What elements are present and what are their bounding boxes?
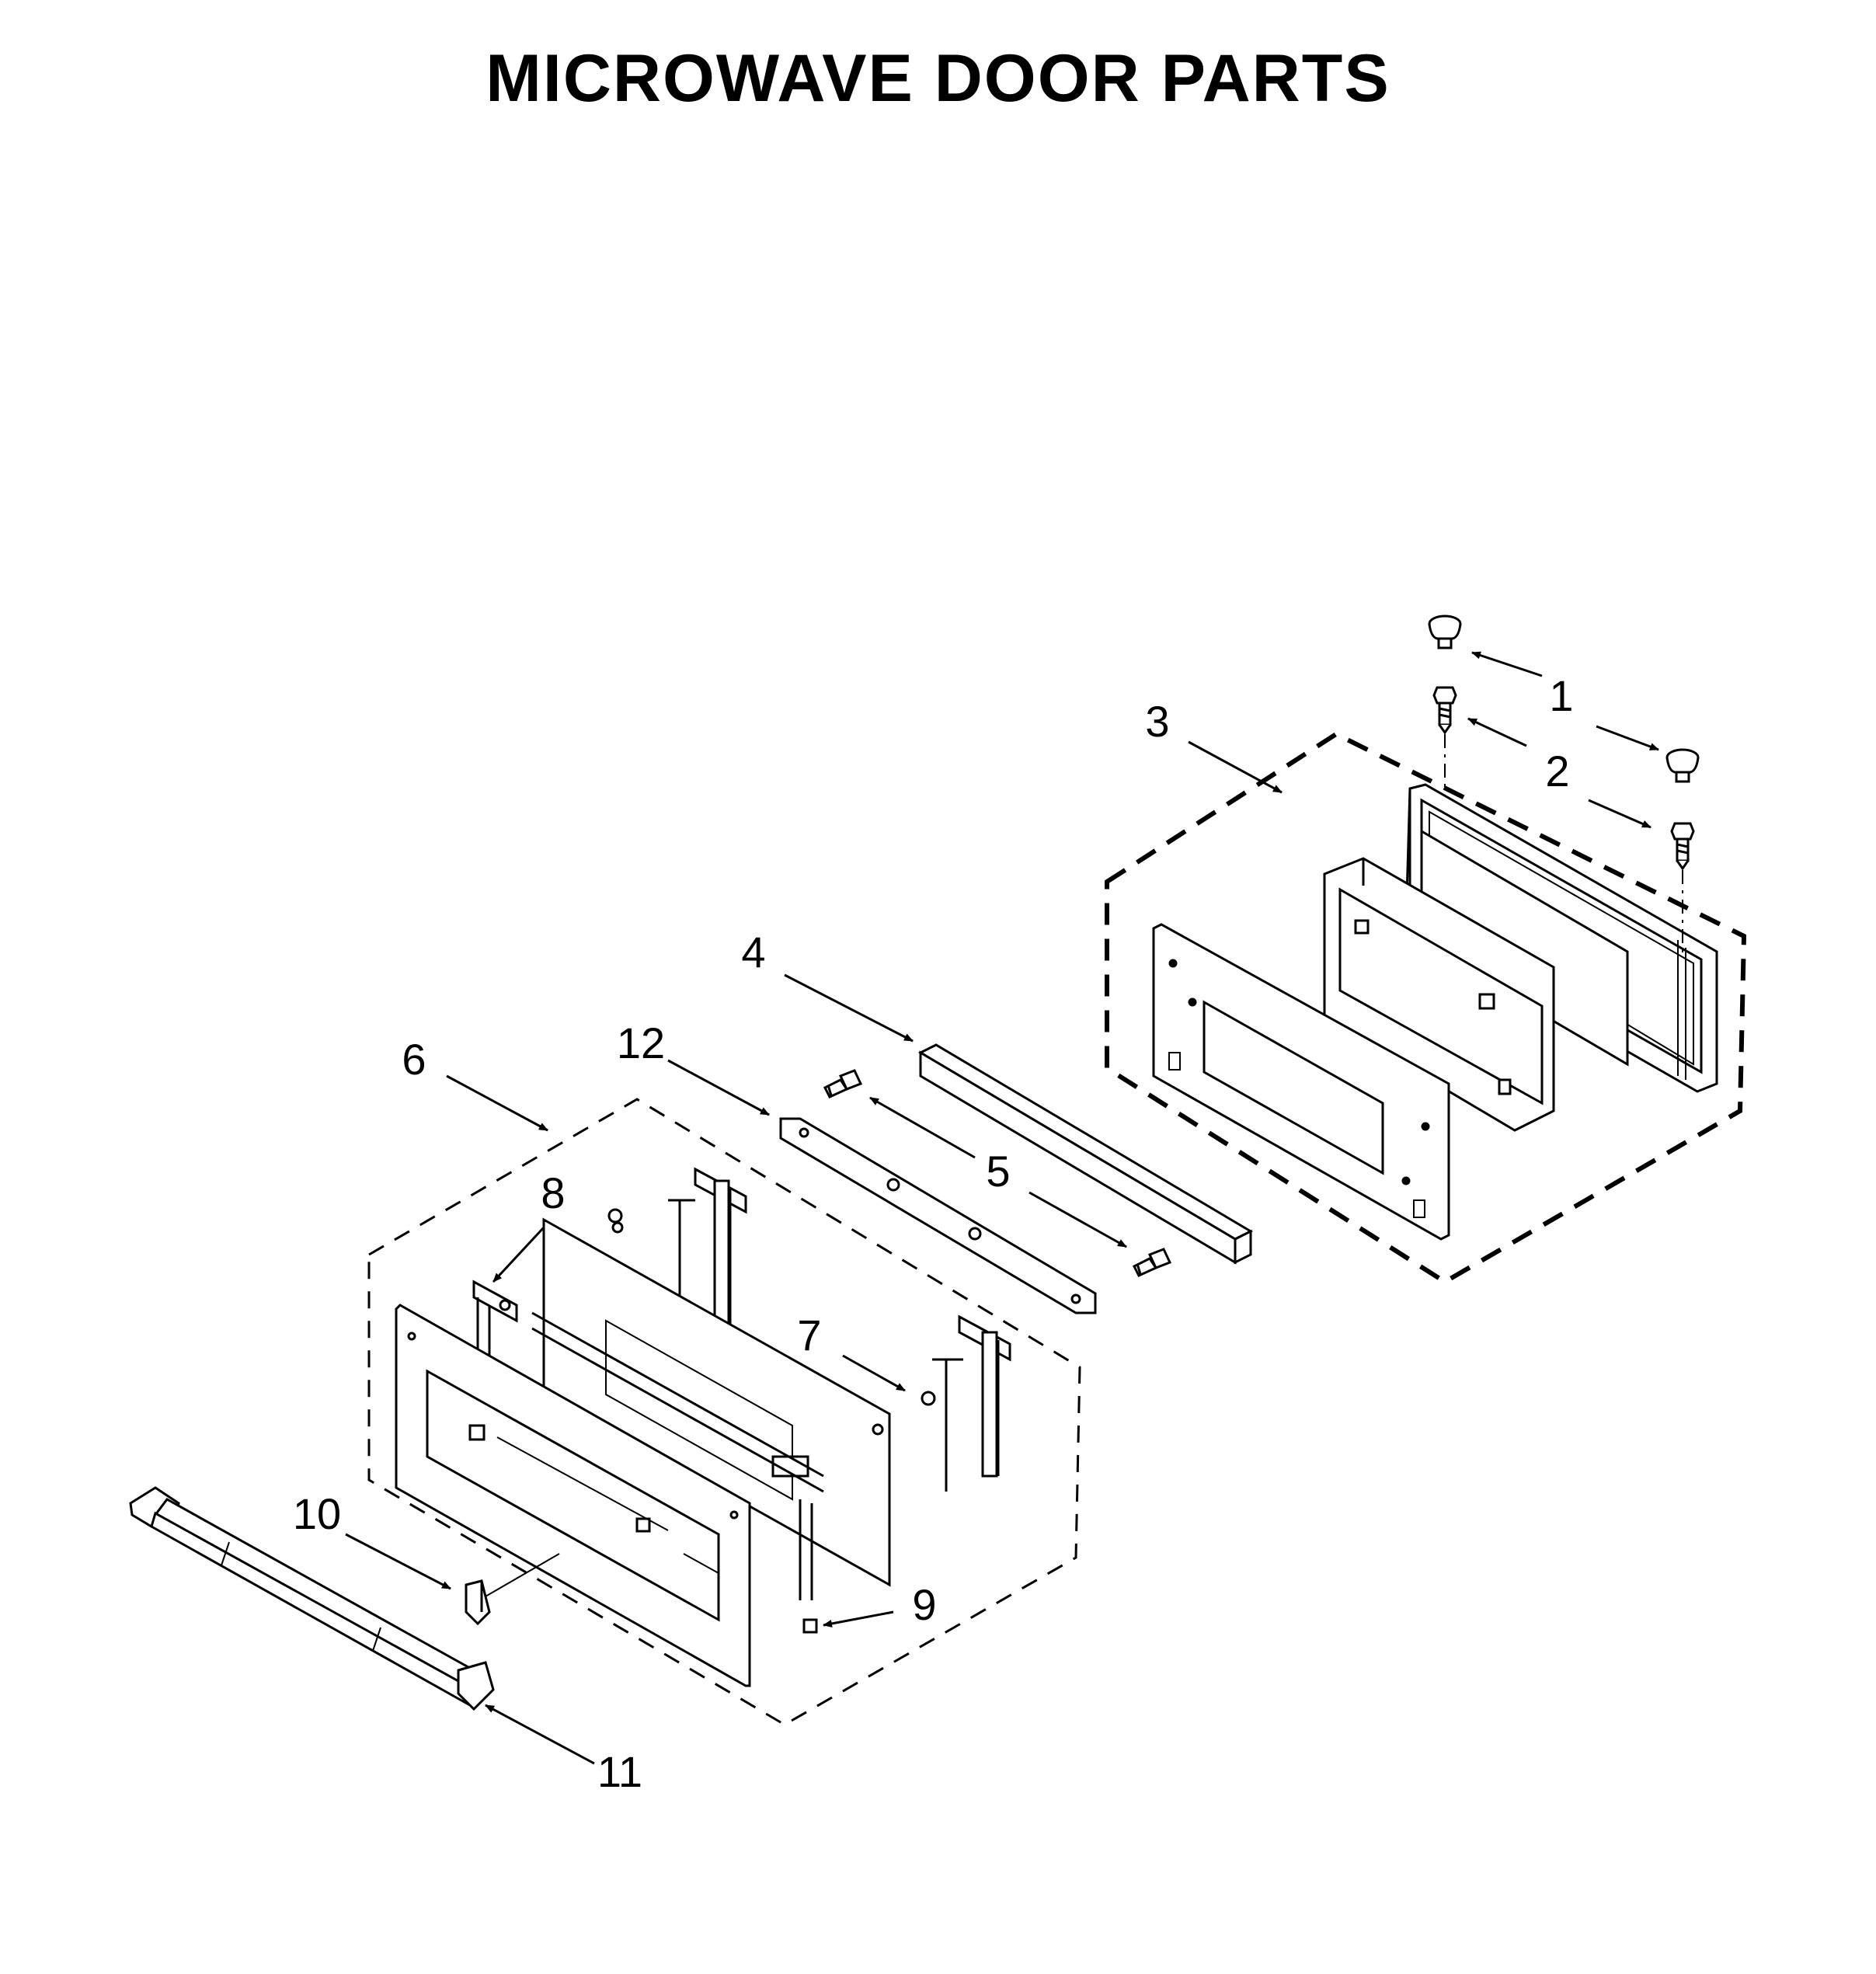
- callout-11: 11: [597, 1747, 642, 1796]
- screw-left: [1432, 686, 1457, 735]
- callout-12: 12: [617, 1018, 665, 1067]
- callout-9: 9: [912, 1580, 936, 1629]
- cap-left: [1428, 614, 1462, 649]
- arrow-2-upper: [1467, 717, 1527, 747]
- diagram-title: MICROWAVE DOOR PARTS: [486, 41, 1390, 116]
- door-handle: [129, 1486, 495, 1711]
- callout-labels: 1 2 3 4 5 6 7 8 9 10 11 12: [293, 671, 1574, 1796]
- callout-10: 10: [293, 1489, 341, 1538]
- door-inner-frame: [1323, 857, 1555, 1132]
- arrow-7: [842, 1354, 906, 1392]
- screw-5-upper: [823, 1069, 863, 1098]
- door-rods: [531, 1311, 824, 1600]
- arrow-11: [485, 1704, 595, 1765]
- hinge-rail-lower: [921, 1314, 1011, 1492]
- arrow-10: [345, 1533, 451, 1590]
- door-front-panel: [395, 1304, 751, 1687]
- cap-right: [1665, 748, 1700, 783]
- arrow-8: [492, 1226, 545, 1283]
- clip-10: [465, 1553, 560, 1626]
- callout-6: 6: [402, 1035, 426, 1084]
- callout-1: 1: [1549, 671, 1573, 720]
- door-bar-block: [917, 1043, 1254, 1265]
- arrow-4: [784, 973, 914, 1043]
- callout-4: 4: [741, 928, 765, 977]
- arrow-5-upper: [869, 1096, 976, 1159]
- arrow-2-lower: [1588, 799, 1652, 829]
- assembly-3-boundary: [1105, 731, 1747, 1285]
- arrow-9: [823, 1610, 894, 1628]
- callout-arrows: [345, 651, 1659, 1765]
- screw-right: [1670, 822, 1695, 871]
- callout-3: 3: [1145, 697, 1169, 746]
- arrow-1-lower: [1596, 725, 1659, 751]
- callout-5: 5: [986, 1147, 1010, 1196]
- pad-9: [802, 1618, 818, 1634]
- arrow-1-upper: [1471, 651, 1543, 677]
- screw-5-lower: [1132, 1248, 1172, 1277]
- arrow-5-lower: [1028, 1191, 1127, 1248]
- callout-2: 2: [1545, 747, 1569, 796]
- callout-7: 7: [797, 1311, 821, 1360]
- arrow-12: [667, 1059, 770, 1116]
- callout-8: 8: [541, 1168, 565, 1217]
- assembly-6-boundary: [367, 1098, 1081, 1726]
- bracket-strip: [779, 1117, 1097, 1314]
- arrow-6: [446, 1074, 548, 1132]
- arrow-3: [1188, 740, 1283, 794]
- screw-center-lines: [1444, 734, 1683, 956]
- door-front-plate: [1152, 923, 1450, 1241]
